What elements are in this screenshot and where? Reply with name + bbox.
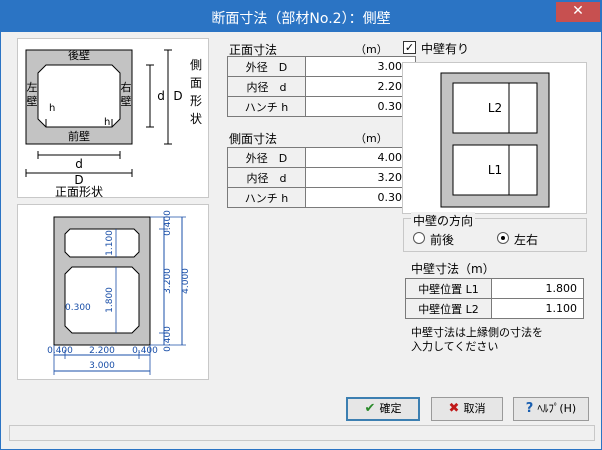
side-drawing-panel: 0.400 3.200 0.400 4.000 1.100 1.800 0.30… bbox=[17, 204, 209, 380]
table-row: 外径 D 3.000 bbox=[227, 56, 416, 77]
side-shape-char-3: 形 bbox=[190, 94, 202, 108]
middle-wall-note-line-2: 入力してください bbox=[411, 340, 499, 353]
help-button-label: ﾍﾙﾌﾟ(H) bbox=[537, 402, 577, 415]
help-icon: ? bbox=[525, 401, 534, 416]
middle-wall-l1-input[interactable]: 1.800 bbox=[491, 278, 584, 299]
side-inner-label: 内径 d bbox=[227, 167, 306, 188]
side-shape-char-1: 側 bbox=[190, 58, 202, 72]
front-bottom-wall-label: 前壁 bbox=[68, 129, 90, 143]
table-row: ハンチ h 0.300 bbox=[227, 187, 416, 208]
front-dim-d-horizontal: d bbox=[75, 157, 83, 171]
front-right-wall-label-2: 壁 bbox=[121, 94, 132, 108]
side-dim-bottom-total: 3.000 bbox=[89, 361, 115, 371]
middle-wall-direction-group bbox=[403, 218, 587, 252]
help-button[interactable]: ?ﾍﾙﾌﾟ(H) bbox=[513, 397, 589, 421]
side-inner-input[interactable]: 3.200 bbox=[305, 167, 416, 188]
side-dim-upper-chamber: 1.100 bbox=[105, 230, 115, 256]
table-row: 内径 d 2.200 bbox=[227, 76, 416, 97]
direction-front-back-label[interactable]: 前後 bbox=[430, 233, 455, 247]
front-section-title: 正面寸法 bbox=[229, 43, 278, 57]
side-section-unit: （m） bbox=[355, 132, 388, 145]
title-bar: 断面寸法（部材No.2）：側壁 ✕ bbox=[1, 1, 601, 32]
cross-icon: ✖ bbox=[448, 401, 460, 416]
side-dim-bottom-right: 0.400 bbox=[132, 346, 158, 356]
preview-l1-label: L1 bbox=[488, 163, 502, 177]
middle-wall-dims-title: 中壁寸法（m） bbox=[411, 262, 495, 276]
side-dim-bottom-middle: 2.200 bbox=[89, 346, 115, 356]
front-dimension-table: 外径 D 3.000 内径 d 2.200 ハンチ h 0.300 bbox=[227, 56, 416, 117]
front-shape-diagram: 後壁 前壁 左 壁 右 壁 h h d D 側 面 形 状 bbox=[25, 48, 202, 199]
side-dim-lower-chamber: 1.800 bbox=[105, 287, 115, 313]
upper-chamber bbox=[64, 228, 140, 258]
lower-chamber bbox=[64, 266, 140, 334]
middle-wall-note-line-1: 中壁寸法は上縁側の寸法を bbox=[411, 326, 543, 339]
side-dim-bottom-left: 0.400 bbox=[47, 346, 73, 356]
side-dimension-table: 外径 D 4.000 内径 d 3.200 ハンチ h 0.300 bbox=[227, 147, 416, 208]
side-dim-right-middle: 3.200 bbox=[163, 268, 173, 294]
side-section-title: 側面寸法 bbox=[229, 132, 278, 146]
cancel-button-label: 取消 bbox=[463, 402, 486, 415]
table-row: 内径 d 3.200 bbox=[227, 167, 416, 188]
side-dim-haunch: 0.300 bbox=[65, 303, 91, 313]
front-outer-label: 外径 D bbox=[227, 56, 306, 77]
side-dim-right-bottom: 0.400 bbox=[163, 326, 173, 352]
front-dim-D-horizontal: D bbox=[74, 173, 83, 187]
side-shape-char-4: 状 bbox=[190, 112, 202, 126]
preview-upper-chamber bbox=[452, 82, 538, 134]
front-haunch-label: ハンチ h bbox=[227, 96, 306, 117]
side-shape-char-2: 面 bbox=[190, 76, 202, 90]
middle-wall-l1-label: 中壁位置 L1 bbox=[405, 278, 492, 299]
middle-wall-l2-label: 中壁位置 L2 bbox=[405, 298, 492, 319]
direction-radio-left-right[interactable] bbox=[497, 232, 509, 244]
side-dim-right-top: 0.400 bbox=[163, 210, 173, 236]
ok-button[interactable]: ✔確定 bbox=[346, 397, 420, 421]
direction-radio-front-back[interactable] bbox=[413, 232, 425, 244]
front-top-wall-label: 後壁 bbox=[68, 48, 90, 62]
side-section-diagram: 0.400 3.200 0.400 4.000 1.100 1.800 0.30… bbox=[47, 210, 191, 375]
window-title: 断面寸法（部材No.2）：側壁 bbox=[211, 11, 391, 27]
middle-wall-checkbox-label[interactable]: 中壁有り bbox=[421, 42, 470, 56]
front-left-wall-label-1: 左 bbox=[27, 81, 38, 94]
front-left-wall-label-2: 壁 bbox=[27, 94, 38, 108]
front-outer-input[interactable]: 3.000 bbox=[305, 56, 416, 77]
front-dim-d-vertical: d bbox=[157, 89, 165, 103]
direction-left-right-label[interactable]: 左右 bbox=[514, 233, 539, 247]
front-inner-input[interactable]: 2.200 bbox=[305, 76, 416, 97]
table-row: ハンチ h 0.300 bbox=[227, 96, 416, 117]
front-haunch-label-left: h bbox=[49, 103, 55, 114]
front-dim-D-vertical: D bbox=[173, 89, 182, 103]
middle-wall-preview-panel: L2 L1 bbox=[402, 62, 587, 214]
preview-lower-chamber bbox=[452, 144, 538, 196]
side-dim-right-total: 4.000 bbox=[181, 268, 191, 294]
check-icon: ✔ bbox=[364, 401, 376, 416]
table-row: 中壁位置 L1 1.800 bbox=[405, 278, 584, 299]
front-shape-caption: 正面形状 bbox=[55, 185, 103, 197]
status-bar bbox=[9, 425, 595, 441]
preview-l2-label: L2 bbox=[488, 101, 502, 115]
ok-button-label: 確定 bbox=[379, 402, 402, 415]
dialog-client: 後壁 前壁 左 壁 右 壁 h h d D 側 面 形 状 bbox=[9, 32, 595, 444]
middle-wall-l2-input[interactable]: 1.100 bbox=[491, 298, 584, 319]
front-haunch-input[interactable]: 0.300 bbox=[305, 96, 416, 117]
front-right-wall-label-1: 右 bbox=[121, 80, 132, 94]
cancel-button[interactable]: ✖取消 bbox=[431, 397, 503, 421]
side-outer-input[interactable]: 4.000 bbox=[305, 147, 416, 168]
front-inner-label: 内径 d bbox=[227, 76, 306, 97]
front-section-unit: （m） bbox=[355, 43, 388, 56]
side-haunch-label: ハンチ h bbox=[227, 187, 306, 208]
middle-wall-dims-table: 中壁位置 L1 1.800 中壁位置 L2 1.100 bbox=[405, 278, 584, 319]
side-haunch-input[interactable]: 0.300 bbox=[305, 187, 416, 208]
middle-wall-checkbox[interactable]: ✓ bbox=[403, 41, 416, 54]
table-row: 外径 D 4.000 bbox=[227, 147, 416, 168]
close-button[interactable]: ✕ bbox=[556, 2, 600, 22]
side-outer-label: 外径 D bbox=[227, 147, 306, 168]
front-haunch-label-right: h bbox=[104, 117, 110, 128]
table-row: 中壁位置 L2 1.100 bbox=[405, 298, 584, 319]
middle-wall-preview: L2 L1 bbox=[440, 72, 550, 208]
middle-wall-direction-title: 中壁の方向 bbox=[411, 212, 476, 229]
front-shape-panel: 後壁 前壁 左 壁 右 壁 h h d D 側 面 形 状 bbox=[17, 38, 209, 199]
